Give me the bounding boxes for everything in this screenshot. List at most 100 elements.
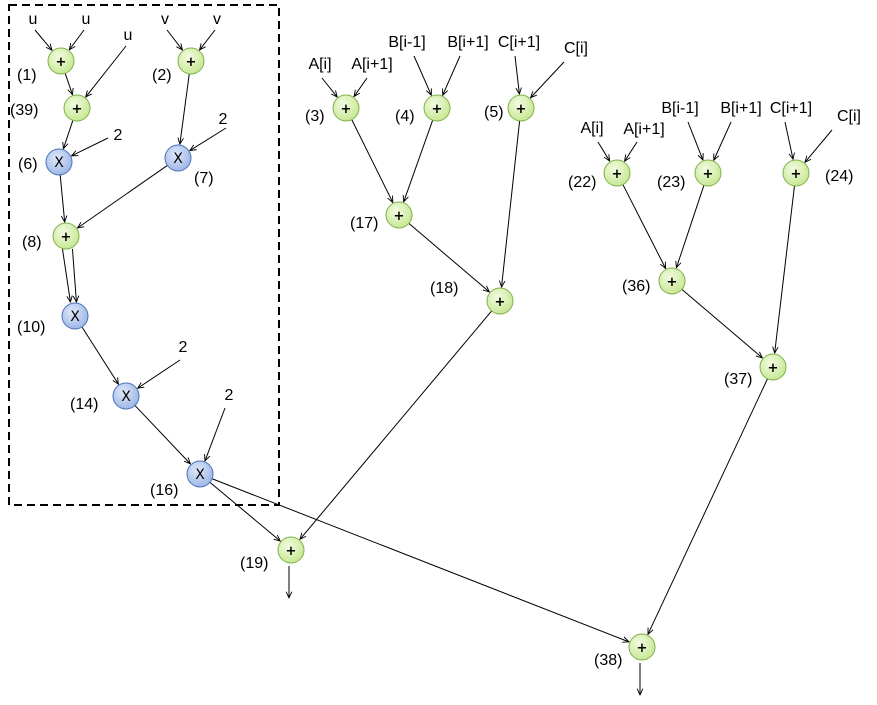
input-label-c5b: C[i]: [564, 40, 588, 57]
edge-b4-n4: [413, 55, 431, 95]
node-label: (3): [305, 108, 325, 125]
node-label: (8): [22, 234, 42, 251]
edge-n37-n38: [648, 378, 768, 635]
edge-n24-n37: [775, 185, 795, 353]
node-label: (7): [194, 170, 214, 187]
edge-c24b-n24: [805, 129, 833, 162]
node-7[interactable]: X (7): [164, 144, 214, 187]
input-label-u3: u: [124, 27, 133, 44]
input-label-a22: A[i]: [580, 120, 603, 137]
edge-n16-n38: [211, 478, 629, 642]
add-node-circle: [423, 94, 451, 122]
node-10[interactable]: X (10): [17, 302, 89, 336]
node-36[interactable]: +(36): [622, 267, 686, 295]
edge-n8-n10: [71, 248, 76, 302]
edge-b4b-n4: [443, 55, 461, 95]
node-operator: +: [61, 230, 72, 245]
node-8[interactable]: + (8): [22, 222, 80, 251]
node-label: (38): [594, 652, 622, 669]
edge-n39-n6: [63, 120, 74, 148]
node-label: (23): [657, 174, 685, 191]
input-label-c16: 2: [225, 387, 234, 404]
node-label: (2): [152, 67, 172, 84]
node-14[interactable]: X(14): [70, 382, 140, 413]
edge-n10-n14: [81, 326, 118, 384]
edge-c5-n5: [514, 55, 519, 94]
node-label: (19): [240, 555, 268, 572]
node-37[interactable]: +(37): [724, 353, 787, 388]
edge-n6-n8: [59, 174, 64, 222]
edge-a3b-n3: [354, 77, 368, 97]
node-label: (16): [150, 482, 178, 499]
edge-c6-n6: [72, 137, 109, 156]
input-label-u2: u: [82, 11, 91, 28]
node-label: (5): [484, 104, 504, 121]
node-label: (6): [18, 156, 38, 173]
node-19[interactable]: +(19): [240, 536, 305, 572]
edge-c16-n16: [205, 407, 226, 461]
node-23[interactable]: +(23): [657, 159, 722, 191]
node-5[interactable]: + (5): [484, 94, 535, 122]
edge-v1-n2: [166, 29, 182, 50]
node-label: (36): [622, 278, 650, 295]
node-6[interactable]: X(6): [18, 148, 73, 176]
node-label: (10): [17, 319, 45, 336]
node-17[interactable]: +(17): [350, 201, 413, 232]
node-24[interactable]: +(24): [782, 159, 853, 187]
nodes-layer: +(1)+(39)+(2)X(6)X(7)+(8)X(10)X(14)X(16)…: [10, 47, 853, 669]
input-label-c24: C[i+1]: [770, 100, 812, 117]
add-node-circle: [486, 287, 514, 315]
node-4[interactable]: +(4): [395, 94, 451, 125]
multiply-node-circle: [61, 302, 89, 330]
node-16[interactable]: X(16): [150, 460, 214, 499]
input-label-c6: 2: [114, 127, 123, 144]
node-operator: X: [173, 151, 183, 167]
multiply-node-circle: [45, 148, 73, 176]
multiply-node-circle: [186, 460, 214, 488]
node-38[interactable]: +(38): [594, 633, 656, 669]
node-22[interactable]: + (22): [568, 159, 631, 191]
node-1[interactable]: + (1): [17, 47, 75, 84]
node-label: (18): [430, 280, 458, 297]
node-label: (39): [10, 102, 38, 119]
edges-layer: [34, 29, 833, 642]
add-node-circle: [63, 94, 91, 122]
add-node-circle: [759, 353, 787, 381]
edge-b23b-n23: [714, 121, 732, 160]
edge-n22-n36: [622, 184, 666, 269]
add-node-circle: [177, 47, 205, 75]
node-2[interactable]: +(2): [152, 47, 205, 84]
node-label: (1): [17, 67, 37, 84]
input-label-c14: 2: [179, 339, 188, 356]
node-label: (22): [568, 174, 596, 191]
edge-c14-n14: [138, 359, 181, 388]
node-operator: +: [56, 55, 67, 70]
edge-n23-n36: [676, 185, 705, 267]
add-node-circle: [782, 159, 810, 187]
node-39[interactable]: +(39): [10, 94, 91, 122]
node-operator: +: [394, 209, 405, 224]
edge-n17-n18: [408, 223, 489, 291]
add-node-circle: [507, 94, 535, 122]
edge-n2-n7: [180, 73, 190, 144]
add-node-circle: [277, 536, 305, 564]
node-3[interactable]: +(3): [305, 94, 360, 125]
add-node-circle: [628, 633, 656, 661]
input-label-a3: A[i]: [308, 56, 331, 73]
input-label-b23: B[i-1]: [661, 100, 698, 117]
input-label-c24b: C[i]: [837, 108, 861, 125]
edge-n8-n10: [61, 248, 70, 302]
node-operator: +: [791, 167, 802, 182]
input-label-c7: 2: [219, 111, 228, 128]
node-operator: +: [612, 167, 623, 182]
edge-a22b-n22: [625, 141, 638, 161]
edge-n5-n18: [502, 120, 521, 287]
node-operator: X: [70, 309, 80, 325]
edge-n4-n17: [404, 120, 434, 202]
add-node-circle: [332, 94, 360, 122]
node-18[interactable]: +(18): [430, 280, 514, 315]
edge-c5b-n5: [531, 61, 565, 98]
edge-b23-n23: [687, 121, 703, 160]
node-operator: +: [516, 102, 527, 117]
